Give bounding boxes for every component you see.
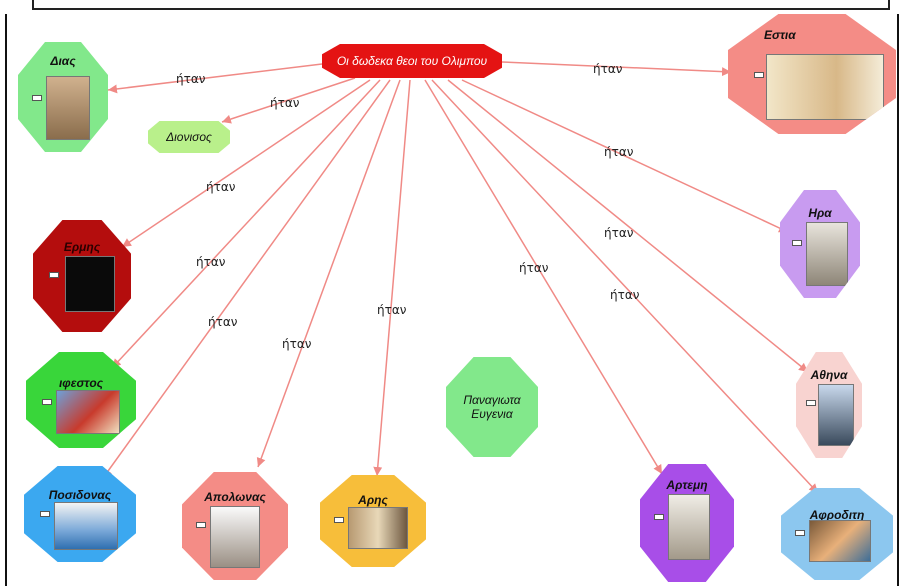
image-toggle-icon[interactable] [49,272,59,278]
edge-dionisos [221,77,356,124]
author-first-name: Παναγιωτα [463,393,521,407]
right-frame-border [897,14,899,586]
edge-ermis [121,79,371,248]
author-second-name: Ευγενια [471,407,513,421]
node-ifestos[interactable]: ιφεστος [26,352,136,448]
link-label-artemi: ήταν [519,261,549,275]
node-dias[interactable]: Διας [18,42,108,152]
node-afroditi[interactable]: Αφροδιτη [781,488,893,580]
image-toggle-icon[interactable] [32,95,42,101]
node-artemi[interactable]: Αρτεμη [640,464,734,582]
node-athina-label: Αθηνα [810,368,848,382]
link-label-dias: ήταν [176,72,206,86]
hephaestus-image [56,390,120,434]
link-label-ermis: ήταν [206,180,236,194]
zeus-image [46,76,90,140]
link-label-aris: ήταν [377,303,407,317]
link-label-dionisos: ήταν [270,96,300,110]
image-toggle-icon[interactable] [792,240,802,246]
node-ira[interactable]: Ηρα [780,190,860,298]
image-toggle-icon[interactable] [196,522,206,528]
edge-athina [447,79,809,373]
edge-dias [107,63,323,94]
top-toolbar-strip [32,0,890,10]
image-toggle-icon[interactable] [42,399,52,405]
link-label-ifestos: ήταν [196,255,226,269]
node-dias-label: Διας [50,54,76,68]
edge-ira [461,79,789,233]
athena-image [818,384,854,446]
root-label: Οι δωδεκα θεοι του Ολιμπου [336,54,488,68]
link-label-apolonas: ήταν [282,337,312,351]
node-dionisos-label: Διονισος [166,130,212,144]
node-posidonas[interactable]: Ποσιδονας [24,466,136,562]
node-ermis-label: Ερμης [63,240,101,254]
node-aris-label: Αρης [358,493,388,507]
node-estia[interactable]: Εστια [728,14,896,134]
edge-estia [501,61,732,77]
edge-ifestos [111,79,381,369]
node-ifestos-label: ιφεστος [58,376,104,390]
ares-image [348,507,408,549]
image-toggle-icon[interactable] [795,530,805,536]
node-ira-label: Ηρα [808,206,832,220]
artemis-image [668,494,710,560]
edge-aris [373,79,411,477]
hera-image [806,222,848,286]
node-artemi-label: Αρτεμη [666,478,708,492]
link-label-ira: ήταν [604,145,634,159]
node-dionisos[interactable]: Διονισος [148,121,230,153]
root-concept-node[interactable]: Οι δωδεκα θεοι του Ολιμπου [322,44,502,78]
link-label-estia: ήταν [593,62,623,76]
apollo-image [210,506,260,568]
hermes-image [65,256,115,312]
node-apolonas[interactable]: Απολωνας [182,472,288,580]
node-aris[interactable]: Αρης [320,475,426,567]
image-toggle-icon[interactable] [334,517,344,523]
image-toggle-icon[interactable] [40,511,50,517]
link-label-posidonas: ήταν [208,315,238,329]
edge-afroditi [431,79,819,494]
image-toggle-icon[interactable] [754,72,764,78]
node-posidonas-label: Ποσιδονας [48,488,112,502]
hestia-image [766,54,884,120]
author-note-node[interactable]: Παναγιωτα Ευγενια [446,357,538,457]
edge-artemi [424,79,663,475]
image-toggle-icon[interactable] [806,400,816,406]
image-toggle-icon[interactable] [654,514,664,520]
edge-posidonas [102,79,391,479]
node-apolonas-label: Απολωνας [204,490,266,504]
link-label-athina: ήταν [604,226,634,240]
link-label-afroditi: ήταν [610,288,640,302]
edge-apolonas [256,79,401,468]
node-afroditi-label: Αφροδιτη [809,508,865,522]
node-estia-label: Εστια [764,28,796,42]
node-athina[interactable]: Αθηνα [796,352,862,458]
poseidon-image [54,502,118,550]
node-ermis[interactable]: Ερμης [33,220,131,332]
aphrodite-image [809,520,871,562]
left-frame-border [5,14,7,586]
